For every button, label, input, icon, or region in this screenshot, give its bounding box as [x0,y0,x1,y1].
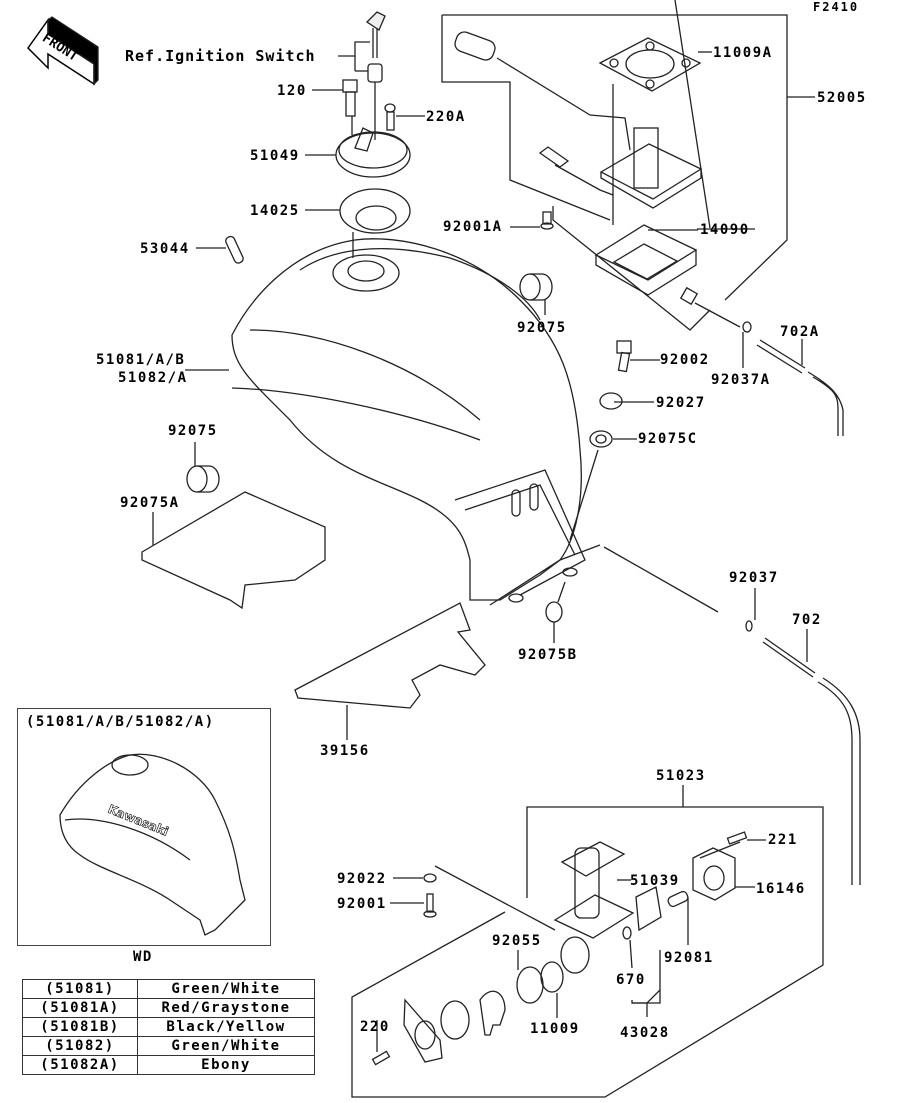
diaphragm-11009-icon [540,961,564,1018]
valve-plate-43028-icon [631,886,662,1017]
gasket-11009A-icon [598,37,712,92]
o-ring-92055-icon [516,950,544,1004]
bolt-92001-icon [390,893,437,918]
rubber-92075-top-icon [519,273,553,315]
part-label-11009A[interactable]: 11009A [713,45,773,61]
color-name: Green/White [137,1036,315,1056]
screw-221-icon [699,831,766,859]
part-label-39156[interactable]: 39156 [320,743,370,759]
color-name: Green/White [137,979,315,999]
part-label-702A[interactable]: 702A [780,324,820,340]
part-label-670[interactable]: 670 [616,972,646,988]
ignition-key-icon [338,11,386,140]
bolt-92002-icon [616,340,660,373]
hose-702A-icon [756,339,844,436]
part-label-14025[interactable]: 14025 [250,203,300,219]
part-label-16146[interactable]: 16146 [756,881,806,897]
sender-cover-icon [594,0,741,328]
lever-icon [479,990,506,1036]
part-label-11009[interactable]: 11009 [530,1021,580,1037]
color-table-row: (51081) Green/White [22,979,315,999]
screw-92001A-icon [510,211,554,230]
color-table-row: (51082A) Ebony [22,1055,315,1075]
spring-92081-icon [667,890,689,945]
sender-plate-icon [599,84,703,225]
part-code: (51081B) [22,1017,138,1037]
washer-92022-icon [393,873,437,883]
lever-plate-icon [403,998,443,1063]
color-name: Black/Yellow [137,1017,315,1037]
part-label-92022[interactable]: 92022 [337,871,387,887]
part-label-221[interactable]: 221 [768,832,798,848]
part-label-51081-A-B[interactable]: 51081/A/B [96,352,186,368]
inset-caption: WD [133,949,153,965]
heat-guard-39156-icon [294,602,486,740]
part-label-92037A[interactable]: 92037A [711,372,771,388]
collar-92027-icon [599,392,654,410]
fuel-tap-bracket [351,806,824,1098]
color-table-row: (51082) Green/White [22,1036,315,1056]
part-label-92002[interactable]: 92002 [660,352,710,368]
part-label-92075A[interactable]: 92075A [120,495,180,511]
inset-title: (51081/A/B/51082/A) [26,714,215,730]
rubber-92075-left-icon [186,442,220,493]
part-label-220A[interactable]: 220A [426,109,466,125]
color-table-row: (51081A) Red/Graystone [22,998,315,1018]
tank-color-table: (51081) Green/White (51081A) Red/Graysto… [22,979,315,1075]
rubber-pad-92075A-icon [141,491,326,610]
part-label-51082-A[interactable]: 51082/A [118,370,188,386]
grommet-92075C-icon [569,430,637,541]
part-label-92001A[interactable]: 92001A [443,219,503,235]
part-label-92027[interactable]: 92027 [656,395,706,411]
o-ring-670-icon [622,926,633,969]
gasket-icon [440,1000,470,1040]
front-direction-arrow-icon: FRONT [27,16,99,86]
part-label-120[interactable]: 120 [277,83,307,99]
fuel-gauge-float-icon [454,31,631,196]
screw-220-icon [371,1020,391,1066]
part-label-51049[interactable]: 51049 [250,148,300,164]
hose-702-icon [762,629,861,885]
part-label-92001[interactable]: 92001 [337,896,387,912]
part-label-43028[interactable]: 43028 [620,1025,670,1041]
grommet-92075B-icon [545,581,566,643]
part-label-92055[interactable]: 92055 [492,933,542,949]
part-label-92075-top[interactable]: 92075 [517,320,567,336]
part-label-702[interactable]: 702 [792,612,822,628]
part-code: (51082A) [22,1055,138,1075]
bolt-120-icon [312,79,358,135]
color-name: Ebony [137,1055,315,1075]
fuel-tank-icon [185,238,601,606]
part-code: (51081A) [22,998,138,1018]
part-label-51023[interactable]: 51023 [656,768,706,784]
part-label-53044[interactable]: 53044 [140,241,190,257]
pin-53044-icon [196,235,244,264]
part-label-220[interactable]: 220 [360,1019,390,1035]
clamp-92037-icon [603,546,756,632]
screw-220A-icon [384,103,425,131]
part-label-92037[interactable]: 92037 [729,570,779,586]
part-label-52005[interactable]: 52005 [817,90,867,106]
cover-16146-icon [692,847,755,901]
fuel-cap-51049-icon [305,127,411,178]
clamp-92037A-icon [742,321,752,368]
part-label-92075-left[interactable]: 92075 [168,423,218,439]
part-label-92075C[interactable]: 92075C [638,431,698,447]
fuel-tap-51039-icon [553,841,635,974]
ignition-switch-reference: Ref.Ignition Switch [125,47,316,65]
color-name: Red/Graystone [137,998,315,1018]
part-label-51039[interactable]: 51039 [630,873,680,889]
part-label-92081[interactable]: 92081 [664,950,714,966]
cap-ring-14025-icon [305,188,411,258]
part-label-92075B[interactable]: 92075B [518,647,578,663]
sender-unit-bracket [442,14,788,301]
part-code: (51082) [22,1036,138,1056]
color-table-row: (51081B) Black/Yellow [22,1017,315,1037]
figure-id: F2410 [813,0,860,14]
inset-tank-variant-panel: (51081/A/B/51082/A) [17,708,271,946]
part-label-14090[interactable]: 14090 [700,222,750,238]
part-code: (51081) [22,979,138,999]
